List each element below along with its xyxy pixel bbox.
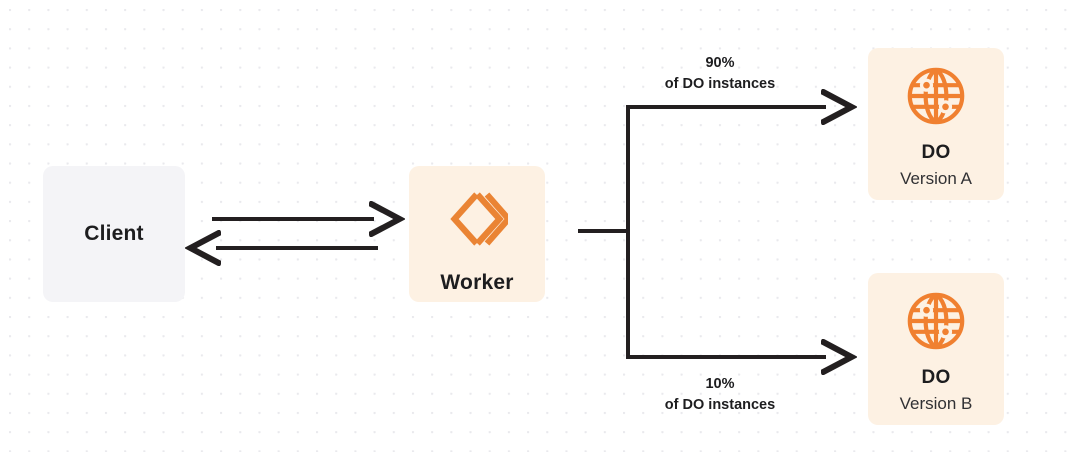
do-b-label: DO bbox=[921, 367, 951, 388]
node-do-version-a: DO Version A bbox=[868, 48, 1004, 200]
client-label: Client bbox=[84, 222, 144, 246]
node-client: Client bbox=[43, 166, 185, 302]
worker-label: Worker bbox=[440, 271, 514, 294]
globe-icon bbox=[907, 67, 965, 130]
globe-icon bbox=[907, 292, 965, 355]
edge-label-10-percent: 10% of DO instances bbox=[620, 374, 820, 416]
do-b-sublabel: Version B bbox=[899, 393, 973, 413]
do-a-sublabel: Version A bbox=[900, 168, 972, 188]
do-a-label: DO bbox=[921, 142, 951, 163]
node-do-version-b: DO Version B bbox=[868, 273, 1004, 425]
edge-label-90-percent: 90% of DO instances bbox=[620, 53, 820, 95]
edge-label-90-percent-value: 90% bbox=[705, 55, 735, 71]
edge-label-10-percent-value: 10% bbox=[705, 376, 735, 392]
edge-worker-split-bus bbox=[578, 105, 630, 359]
edge-label-10-percent-caption: of DO instances bbox=[664, 397, 776, 414]
cloudflare-workers-icon bbox=[446, 188, 513, 255]
edge-label-90-percent-caption: of DO instances bbox=[664, 76, 776, 93]
node-worker: Worker bbox=[409, 166, 545, 302]
